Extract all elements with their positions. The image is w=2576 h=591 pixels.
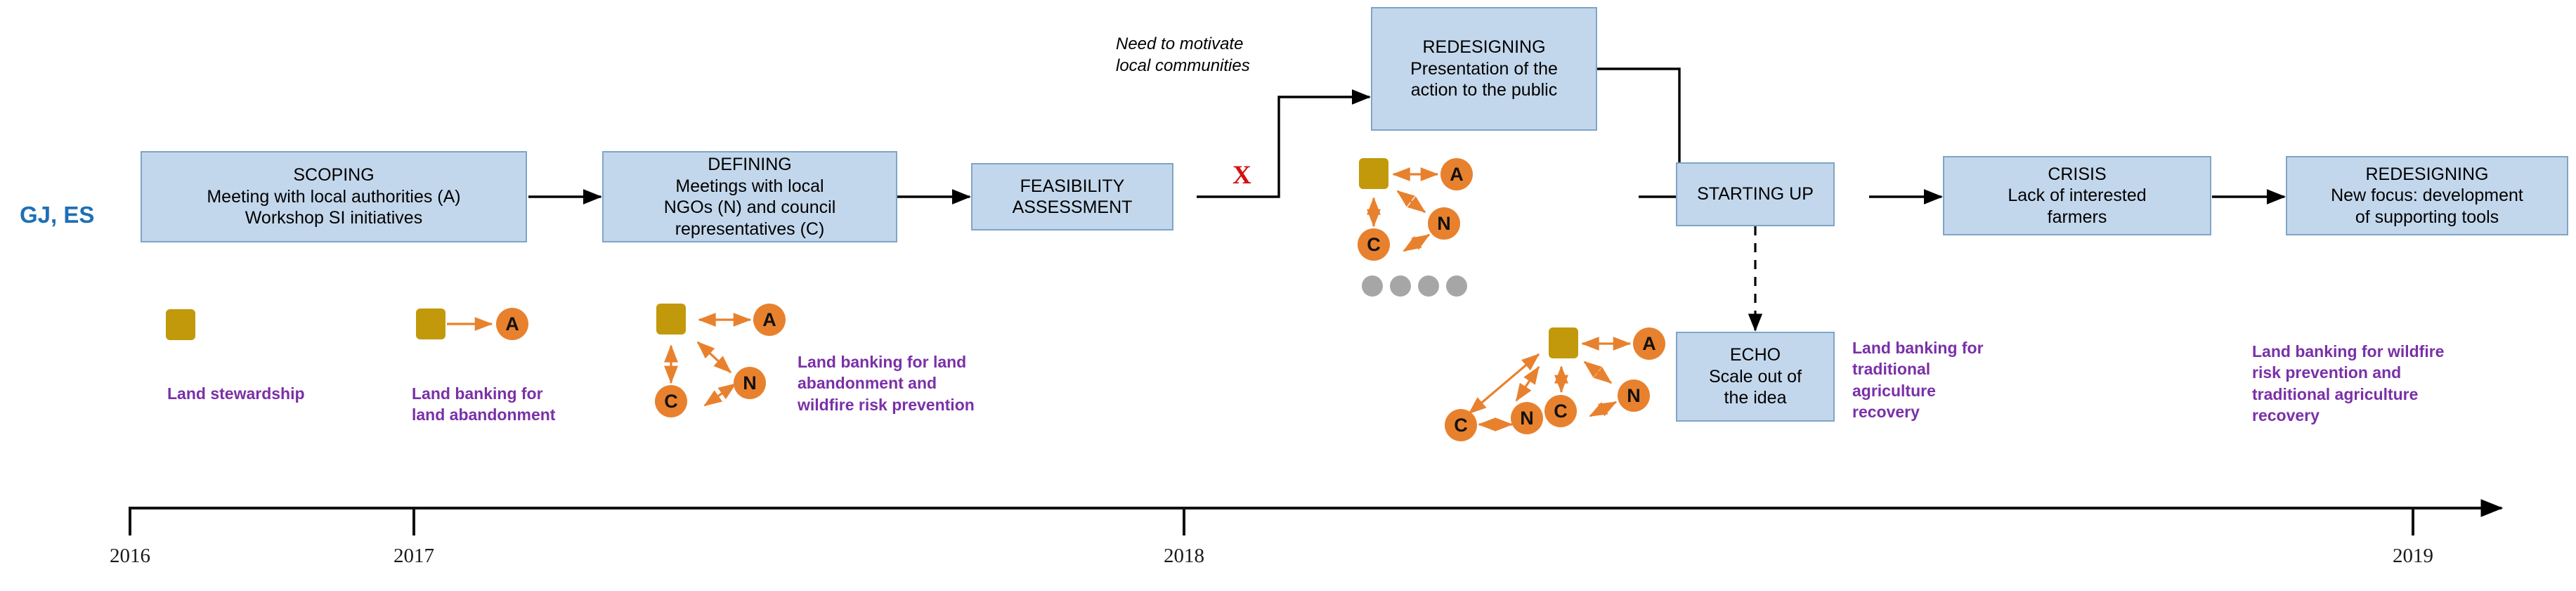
land-square-icon [416,309,445,339]
annotation-wildfire: Land banking for land abandonment and wi… [798,353,975,414]
land-square-icon [1549,327,1578,358]
stage-title-scoping: SCOPING [293,165,375,186]
node-n: N [1618,379,1650,412]
stage-body-scoping: Meeting with local authorities (A) Works… [207,186,461,228]
progress-dot [1418,275,1439,297]
stage-title-feasibility: FEASIBILITY [1020,176,1125,196]
stage-title-starting-up: STARTING UP [1697,184,1814,204]
timeline-year-2016: 2016 [110,545,150,567]
stage-box-defining[interactable]: DEFINING Meetings with local NGOs (N) and… [602,151,897,242]
timeline-year-2017: 2017 [393,545,434,567]
timeline-year-2018: 2018 [1164,545,1204,567]
stage-body-redesigning-1: Presentation of the action to the public [1410,58,1558,100]
node-n: N [1428,207,1460,240]
annotation-stewardship: Land stewardship [167,384,305,403]
note-motivate: Need to motivate local communities [1116,34,1250,75]
land-square-icon [166,309,195,340]
stage-body-redesigning-2: New focus: development of supporting too… [2331,186,2523,227]
timeline-year-2019: 2019 [2393,545,2433,567]
node-a: A [753,304,786,336]
land-square-icon [1359,158,1388,189]
crisis-marker-x: X [1232,161,1251,190]
annotation-combined: Land banking for wildfire risk preventio… [2252,342,2445,425]
node-c: C [655,385,687,417]
node-a: A [496,308,528,340]
region-label: GJ, ES [20,202,95,228]
progress-dot [1362,275,1383,297]
node-a: A [1440,158,1473,190]
node-a: A [1633,327,1665,360]
stage-body-feasibility: ASSESSMENT [1012,197,1133,217]
progress-dot [1390,275,1411,297]
stage-body-echo: Scale out of the idea [1708,366,1802,408]
stage-title-redesigning-1: REDESIGNING [1422,37,1546,58]
node-c-secondary: C [1445,409,1477,441]
node-n-secondary: N [1511,402,1543,434]
stage-body-defining: Meetings with local NGOs (N) and council… [663,176,836,239]
stage-title-echo: ECHO [1729,345,1781,365]
annotation-traditional: Land banking for traditional agriculture… [1852,339,1984,422]
node-c: C [1544,395,1577,427]
annotation-abandonment: Land banking for land abandonment [412,384,556,424]
stage-title-crisis: CRISIS [2048,164,2107,184]
progress-dot [1446,275,1467,297]
stage-box-starting-up[interactable]: STARTING UP [1676,162,1835,226]
node-c: C [1358,228,1390,261]
stage-body-crisis: Lack of interested farmers [2008,186,2147,227]
stage-title-defining: DEFINING [708,155,792,174]
node-n: N [734,367,766,399]
stage-title-redesigning-2: REDESIGNING [2365,164,2489,184]
land-square-icon [656,304,686,335]
